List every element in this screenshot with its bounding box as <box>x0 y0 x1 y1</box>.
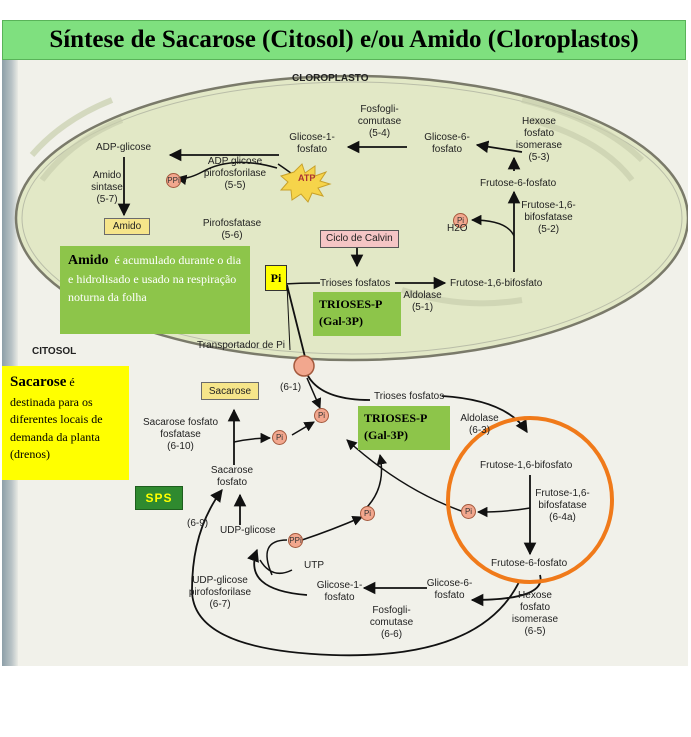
pi-cytosol-3: Pi <box>461 504 476 519</box>
glicose-1-fosfato-chloroplast: Glicose-1-fosfato <box>289 132 335 155</box>
ppi-cytosol: PPi <box>288 533 303 548</box>
chloroplast-inner-membrane <box>21 81 683 355</box>
amido-note: Amido é acumulado durante o dia e hidrol… <box>60 246 250 334</box>
atp-burst <box>279 163 332 203</box>
trioses-p-note-bottom: TRIOSES-P(Gal-3P) <box>358 406 450 450</box>
frutose-1-6-bifosfato-chloroplast: Frutose-1,6-bifosfato <box>450 278 543 289</box>
pi-transporter-code: (6-1) <box>280 382 302 393</box>
adp-glicose-label: ADP-glicose <box>96 142 152 153</box>
aldolase-cytosol: Aldolase(6-3) <box>460 413 499 436</box>
frutose-bifosfatase-chloroplast: Frutose-1,6-bifosfatase(5-2) <box>521 200 576 235</box>
frutose-1-6-bifosfato-cytosol: Frutose-1,6-bifosfato <box>480 460 573 471</box>
pi-cytosol-2: Pi <box>314 408 329 423</box>
page-title: Síntese de Sacarose (Citosol) e/ou Amido… <box>49 26 639 53</box>
utp-label: UTP <box>304 560 324 571</box>
highlight-circle <box>446 416 614 584</box>
pi-cytosol-1: Pi <box>272 430 287 445</box>
atp-label: ATP <box>298 173 316 183</box>
sacarose-box: Sacarose <box>201 382 259 400</box>
calvin-cycle-box: Ciclo de Calvin <box>320 230 399 248</box>
fosfoglicomutase-chloroplast: Fosfogli-comutase(5-4) <box>357 104 402 139</box>
udp-glicose-label: UDP-glicose <box>220 525 276 536</box>
h2o-label: H2O <box>447 223 468 234</box>
pirofosfatase-label: Pirofosfatase(5-6) <box>202 218 262 241</box>
sps-code: (6-9) <box>187 518 209 529</box>
glicose-1-fosfato-cytosol: Glicose-1-fosfato <box>316 580 363 603</box>
frutose-bifosfatase-cytosol: Frutose-1,6-bifosfatase(6-4a) <box>535 488 590 523</box>
pi-transporter <box>293 355 315 377</box>
sacarose-note: Sacarose é destinada para os diferentes … <box>2 366 129 480</box>
cytosol-label: CITOSOL <box>32 346 77 357</box>
pi-callout: Pi <box>265 265 287 291</box>
amido-box: Amido <box>104 218 150 235</box>
aldolase-chloroplast: Aldolase(5-1) <box>403 290 442 313</box>
frutose-6-fosfato-chloroplast: Frutose-6-fosfato <box>480 178 557 189</box>
ppi-chloroplast: PPi <box>166 173 181 188</box>
trioses-fosfatos-chloroplast: Trioses fosfatos <box>320 278 391 289</box>
glicose-6-fosfato-chloroplast: Glicose-6-fosfato <box>424 132 470 155</box>
trioses-p-note-top: TRIOSES-P(Gal-3P) <box>313 292 401 336</box>
title-banner: Síntese de Sacarose (Citosol) e/ou Amido… <box>2 20 686 60</box>
fosfoglicomutase-cytosol: Fosfogli-comutase(6-6) <box>369 605 414 640</box>
glicose-6-fosfato-cytosol: Glicose-6-fosfato <box>426 578 473 601</box>
pi-transporter-label: Transportador de Pi <box>197 340 286 351</box>
trioses-fosfatos-cytosol: Trioses fosfatos <box>374 391 445 402</box>
chloroplast-label: CLOROPLASTO <box>292 73 369 84</box>
pi-cytosol-4: Pi <box>360 506 375 521</box>
frutose-6-fosfato-cytosol: Frutose-6-fosfato <box>491 558 568 569</box>
pi-chloroplast: Pi <box>453 213 468 228</box>
book-edge-shadow <box>2 60 18 666</box>
sps-box: SPS <box>135 486 183 510</box>
